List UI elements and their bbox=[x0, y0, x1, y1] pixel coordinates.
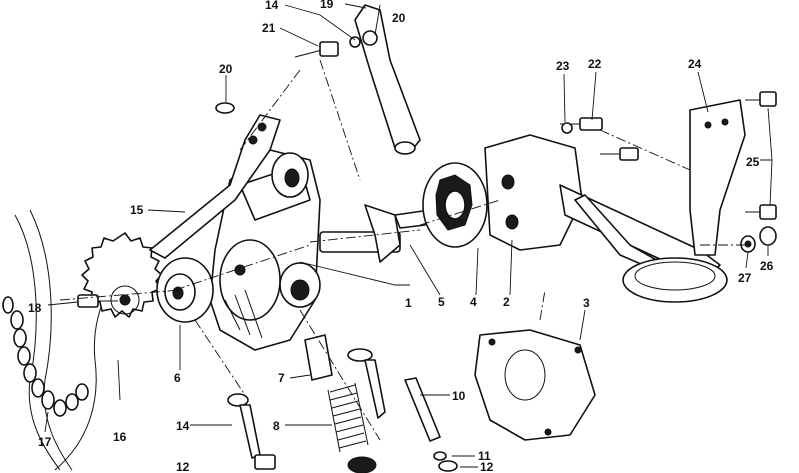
callout-7: 7 bbox=[278, 371, 285, 385]
callout-17: 17 bbox=[38, 435, 52, 449]
callout-22: 22 bbox=[588, 57, 602, 71]
drive-shaft bbox=[319, 204, 431, 263]
callout-26: 26 bbox=[760, 259, 774, 273]
callout-3: 3 bbox=[583, 296, 590, 310]
callout-19: 19 bbox=[320, 0, 334, 11]
callout-4: 4 bbox=[470, 295, 477, 309]
callout-23: 23 bbox=[556, 59, 570, 73]
callout-12-right: 12 bbox=[480, 460, 494, 473]
callout-18: 18 bbox=[28, 301, 42, 315]
callout-6: 6 bbox=[174, 371, 181, 385]
callout-10: 10 bbox=[452, 389, 466, 403]
leader-lines bbox=[44, 3, 773, 468]
outer-rotor bbox=[422, 162, 488, 248]
callout-14-bottom: 14 bbox=[176, 419, 190, 433]
sprocket bbox=[81, 232, 163, 318]
pump-cover-pickup bbox=[484, 134, 728, 303]
pin-10 bbox=[404, 377, 441, 442]
callout-12-left: 12 bbox=[176, 460, 190, 473]
gasket bbox=[474, 329, 596, 441]
callout-2: 2 bbox=[503, 295, 510, 309]
callout-20-left: 20 bbox=[219, 62, 233, 76]
callout-8: 8 bbox=[273, 419, 280, 433]
bolt-13 bbox=[227, 393, 276, 470]
pump-body bbox=[209, 149, 321, 351]
callout-20-top: 20 bbox=[392, 11, 406, 25]
callout-27: 27 bbox=[738, 271, 752, 285]
callout-14-top: 14 bbox=[265, 0, 279, 12]
relief-spring bbox=[327, 382, 369, 453]
callout-11: 11 bbox=[478, 449, 491, 463]
assembly-centerlines bbox=[59, 59, 750, 441]
dipstick-tube bbox=[354, 4, 421, 155]
callout-1: 1 bbox=[405, 296, 412, 310]
cover-bolts bbox=[560, 117, 639, 161]
callout-15: 15 bbox=[130, 203, 144, 217]
relief-piston bbox=[304, 334, 333, 381]
bracket-bolts bbox=[740, 91, 777, 253]
callout-16: 16 bbox=[113, 430, 127, 444]
callout-25: 25 bbox=[746, 155, 760, 169]
relief-plug bbox=[347, 348, 386, 473]
pickup-bracket bbox=[689, 99, 746, 256]
pump-drive-hub bbox=[156, 257, 214, 323]
callout-labels: 1 2 3 4 5 6 7 8 10 11 12 12 14 14 15 16 … bbox=[28, 0, 774, 473]
bolt-21 bbox=[294, 30, 378, 58]
callout-24: 24 bbox=[688, 57, 702, 71]
timing-chain bbox=[2, 209, 116, 471]
callout-21: 21 bbox=[262, 21, 276, 35]
bracket-15 bbox=[149, 114, 281, 259]
washers-11-12 bbox=[433, 451, 458, 472]
callout-5: 5 bbox=[438, 295, 445, 309]
o-ring bbox=[215, 102, 235, 114]
